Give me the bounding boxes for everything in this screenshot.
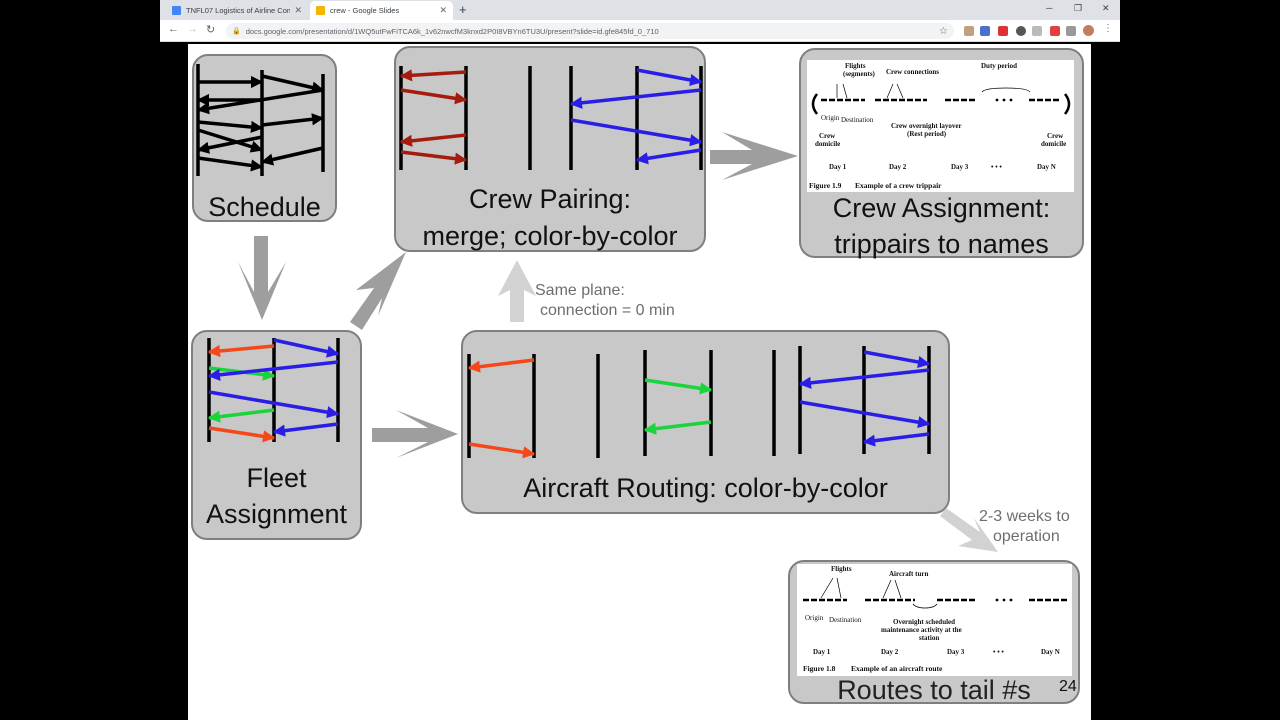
- fig-label: Day 1: [813, 648, 831, 656]
- forward-icon[interactable]: →: [187, 23, 198, 35]
- extension-icon[interactable]: [1050, 26, 1060, 36]
- lock-icon: 🔒: [232, 28, 241, 35]
- reload-icon[interactable]: ↻: [206, 24, 216, 36]
- fig-label: Aircraft turn: [889, 570, 929, 578]
- crew-pairing-box: [394, 46, 706, 252]
- crew-pairing-label-1: Crew Pairing:: [468, 184, 632, 214]
- crew-trippair-figure: Flights (segments) Crew connections Duty…: [807, 60, 1074, 192]
- arrow-fleet-to-crew-pairing: [350, 252, 406, 330]
- fig-label: Day 3: [951, 163, 969, 171]
- fig-label: domicile: [1041, 140, 1067, 148]
- fig-label: maintenance activity at the: [881, 626, 962, 634]
- address-bar[interactable]: 🔒 docs.google.com/presentation/d/1WQ5utF…: [226, 23, 954, 39]
- url-text: docs.google.com/presentation/d/1WQ5utFwF…: [245, 26, 659, 36]
- fig-label: Crew overnight layover: [891, 122, 962, 130]
- close-tab-icon[interactable]: ✕: [439, 5, 447, 15]
- maximize-icon[interactable]: ❐: [1074, 3, 1083, 13]
- browser-window: TNFL07 Logistics of Airline Com ✕ crew -…: [160, 0, 1120, 42]
- fig-label: Overnight scheduled: [893, 618, 956, 626]
- arrow-routing-to-routes: [940, 508, 998, 552]
- schedule-label: Schedule: [208, 192, 321, 222]
- diagram-lines: [196, 64, 998, 552]
- fleet-assignment-diagram: [207, 338, 340, 443]
- close-tab-icon[interactable]: ✕: [294, 5, 302, 15]
- new-tab-icon[interactable]: +: [459, 2, 467, 17]
- slides-favicon-icon: [316, 6, 325, 15]
- arrow-routing-to-pairing: [498, 260, 536, 322]
- fig-label: Day 3: [947, 648, 965, 656]
- extension-icon[interactable]: [1016, 26, 1026, 36]
- fig-label: Flights: [831, 565, 852, 573]
- tab-strip: TNFL07 Logistics of Airline Com ✕ crew -…: [160, 0, 1120, 20]
- back-icon[interactable]: ←: [168, 23, 179, 35]
- tab-crew-slides[interactable]: crew - Google Slides ✕: [310, 1, 453, 20]
- flow-arrows: [238, 132, 798, 458]
- aircraft-routing-diagram: [467, 346, 931, 459]
- fig-label: (segments): [843, 70, 875, 78]
- minimize-icon[interactable]: ─: [1046, 3, 1053, 13]
- route-timeline-icon: [803, 577, 1067, 609]
- fig-label: Crew: [819, 132, 836, 140]
- fleet-label-2: Assignment: [205, 499, 348, 529]
- fig-label: domicile: [815, 140, 841, 148]
- fig-label: Day N: [1041, 648, 1060, 656]
- crew-pairing-label-2: merge; color-by-color: [422, 221, 678, 251]
- fig-label: Origin: [821, 114, 840, 122]
- fig-label: Destination: [841, 116, 874, 124]
- fig-label: • • •: [991, 163, 1002, 171]
- light-arrows: [498, 260, 998, 552]
- presentation-slide: Flights (segments) Crew connections Duty…: [188, 44, 1091, 720]
- extension-icon[interactable]: [1066, 26, 1076, 36]
- fig-label: Day 2: [881, 648, 899, 656]
- fig-label: • • •: [993, 648, 1004, 656]
- crew-assignment-label-1: Crew Assignment:: [832, 193, 1051, 223]
- profile-avatar[interactable]: [1082, 24, 1095, 37]
- tab-title: crew - Google Slides: [330, 6, 400, 15]
- arrow-fleet-to-routing: [372, 410, 458, 458]
- fig-label: Flights: [845, 62, 866, 70]
- fig-label: Day 2: [889, 163, 907, 171]
- fig-label: Crew connections: [886, 68, 939, 76]
- weeks-note-2: operation: [993, 528, 1060, 545]
- crew-timeline-icon: [811, 83, 1071, 115]
- fig-label: Origin: [805, 614, 824, 622]
- tab-title: TNFL07 Logistics of Airline Com: [186, 6, 291, 15]
- fleet-label-1: Fleet: [246, 463, 307, 493]
- fig-caption: Example of an aircraft route: [851, 664, 943, 673]
- fig-caption-number: Figure 1.8: [803, 664, 836, 673]
- fig-label: Destination: [829, 616, 862, 624]
- extension-icon[interactable]: [964, 26, 974, 36]
- fig-caption: Example of a crew trippair: [855, 181, 942, 190]
- bookmark-star-icon[interactable]: ☆: [939, 25, 948, 37]
- routing-label: Aircraft Routing: color-by-color: [523, 473, 888, 503]
- crew-assignment-label-2: trippairs to names: [834, 229, 1049, 259]
- docs-favicon-icon: [172, 6, 181, 15]
- crew-pairing-diagram: [399, 66, 703, 170]
- extension-icon[interactable]: [998, 26, 1008, 36]
- arrow-pairing-to-assignment: [710, 132, 798, 180]
- fig-label: Crew: [1047, 132, 1064, 140]
- browser-toolbar: ← → ↻ 🔒 docs.google.com/presentation/d/1…: [160, 20, 1120, 42]
- fig-label: station: [919, 634, 940, 642]
- schedule-flight-diagram: [196, 64, 325, 176]
- fig-label: (Rest period): [907, 130, 947, 138]
- fig-label: Day N: [1037, 163, 1056, 171]
- fig-label: Duty period: [981, 62, 1017, 70]
- same-plane-note-2: connection = 0 min: [540, 302, 675, 319]
- arrow-schedule-to-fleet: [238, 236, 286, 320]
- close-window-icon[interactable]: ✕: [1102, 3, 1110, 13]
- same-plane-note-1: Same plane:: [535, 282, 625, 299]
- tab-tnfl07[interactable]: TNFL07 Logistics of Airline Com ✕: [166, 1, 308, 20]
- routes-label: Routes to tail #s: [837, 675, 1031, 705]
- menu-icon[interactable]: ⋮: [1103, 23, 1113, 34]
- fig-caption-number: Figure 1.9: [809, 181, 842, 190]
- fig-label: Day 1: [829, 163, 847, 171]
- extension-icon[interactable]: [1032, 26, 1042, 36]
- extension-icon[interactable]: [980, 26, 990, 36]
- weeks-note-1: 2-3 weeks to: [979, 508, 1070, 525]
- slide-page-number: 24: [1059, 678, 1077, 695]
- aircraft-route-figure: Flights Aircraft turn Origin Destination…: [797, 564, 1072, 676]
